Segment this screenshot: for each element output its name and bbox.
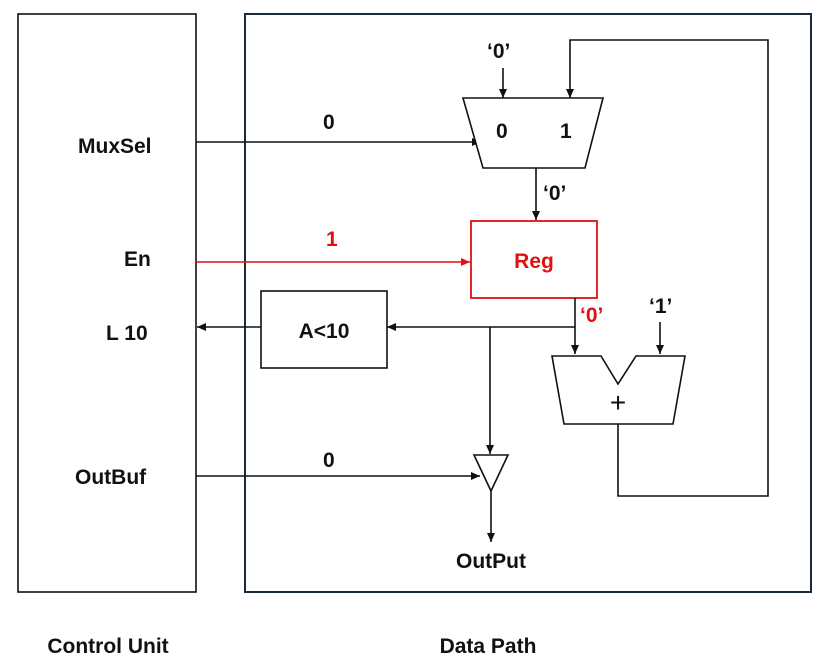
register-label: Reg: [514, 250, 554, 273]
outbuf-signal-label: OutBuf: [75, 466, 147, 489]
muxsel-signal-label: MuxSel: [78, 135, 152, 158]
muxsel-value: 0: [323, 111, 335, 134]
adder-label: +: [610, 387, 626, 418]
control-unit-title: Control Unit: [47, 635, 168, 658]
register-block: [470, 220, 598, 299]
feedback-wire: [566, 39, 769, 497]
data-path-block: [244, 13, 812, 593]
data-path-title: Data Path: [440, 635, 537, 658]
output-label: OutPut: [456, 550, 526, 573]
mux-input-1-label: 1: [560, 120, 572, 143]
en-signal-label: En: [124, 248, 151, 271]
outbuf-value: 0: [323, 449, 335, 472]
adder-block: [551, 355, 686, 425]
multiplexer: [461, 97, 605, 169]
l10-signal-label: L 10: [106, 322, 148, 345]
mux-input-0-label: 0: [496, 120, 508, 143]
register-output-value: ‘0’: [580, 304, 603, 327]
enable-value: 1: [326, 228, 338, 251]
mux-const-input-label: ‘0’: [487, 40, 510, 63]
control-unit-block: [17, 13, 197, 593]
adder-const-input-label: ‘1’: [649, 295, 672, 318]
comparator-block: [260, 290, 388, 369]
tristate-buffer: [472, 454, 510, 493]
comparator-label: A<10: [299, 320, 350, 343]
mux-output-value: ‘0’: [543, 182, 566, 205]
